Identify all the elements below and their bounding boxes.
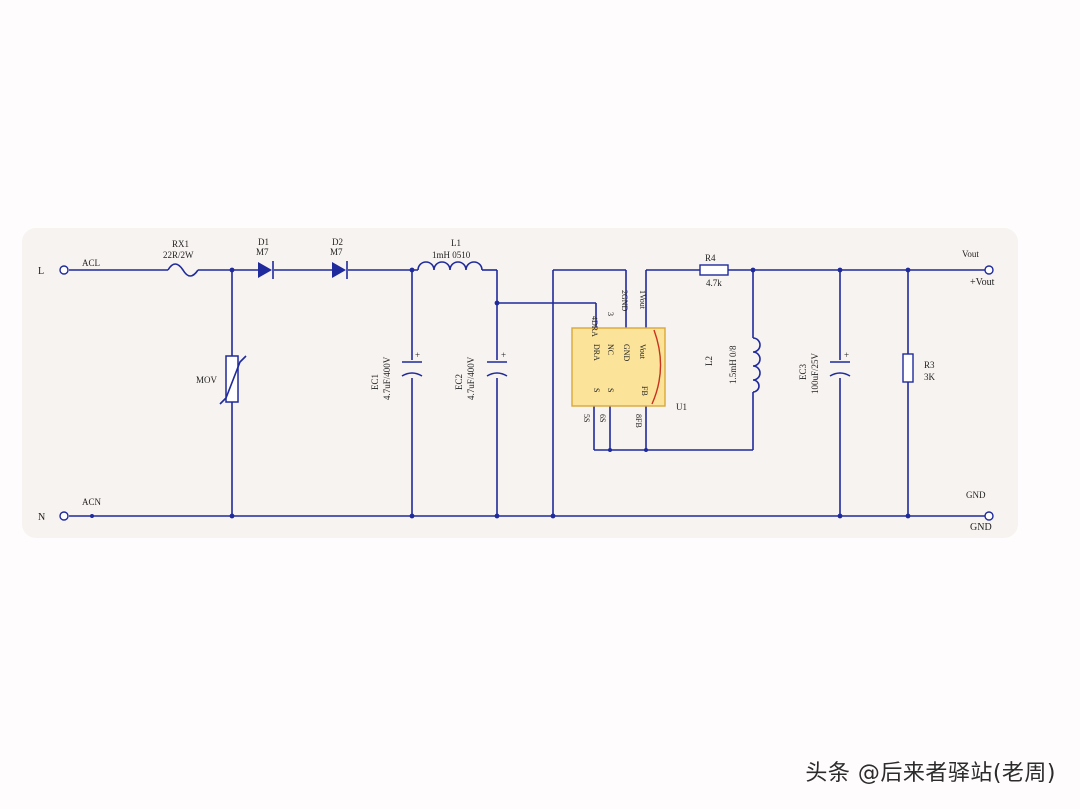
- port-vout-label: +Vout: [970, 277, 995, 288]
- net-acl-label: ACL: [82, 258, 100, 268]
- terminal-vout: Vout +Vout: [962, 249, 995, 288]
- r3-resistor: R3 3K: [902, 353, 936, 383]
- terminal-n: N ACN: [38, 497, 102, 523]
- ec3-value: 100uF/25V: [810, 352, 820, 394]
- terminal-l-label: L: [38, 266, 44, 277]
- u1-chip: 4DRA 3 2GND 1Vout DRA NC GND Vout S S FB…: [571, 290, 687, 428]
- l2-value: 1.5mH 0/8: [728, 345, 738, 384]
- l2-inductor: L2 1.5mH 0/8: [704, 337, 761, 393]
- u1-inner-vout: Vout: [638, 344, 647, 360]
- r4-value: 4.7k: [706, 278, 722, 288]
- ec3-capacitor: + EC3 100uF/25V: [798, 350, 851, 394]
- ec2-capacitor: + EC2 4.7uF/400V: [454, 350, 508, 400]
- port-gnd-label: GND: [970, 522, 992, 533]
- d2-ref: D2: [332, 237, 343, 247]
- r3-ref: R3: [924, 360, 935, 370]
- u1-ref: U1: [676, 402, 687, 412]
- net-vout-label: Vout: [962, 249, 979, 259]
- svg-text:+: +: [501, 350, 506, 360]
- svg-text:+: +: [415, 350, 420, 360]
- u1-inner-nc: NC: [606, 344, 615, 355]
- ec2-value: 4.7uF/400V: [466, 356, 476, 400]
- watermark: 头条 @后来者驿站(老周): [805, 761, 1056, 786]
- u1-pin-4-label: 4DRA: [590, 316, 599, 337]
- d1-value: M7: [256, 247, 269, 257]
- u1-pin-6-label: 6S: [598, 414, 607, 422]
- d2-diode: D2 M7: [330, 237, 348, 279]
- terminal-l: L ACL: [38, 258, 100, 277]
- l1-value: 1mH 0510: [432, 250, 471, 260]
- u1-inner-s2: S: [606, 388, 615, 392]
- terminal-n-label: N: [38, 512, 45, 523]
- ec3-ref: EC3: [798, 363, 808, 380]
- mov-varistor: MOV: [196, 355, 247, 405]
- l1-ref: L1: [451, 238, 461, 248]
- u1-body: [571, 327, 666, 407]
- junction-dots: [90, 267, 911, 519]
- ec1-ref: EC1: [370, 374, 380, 390]
- ec1-value: 4.7uF/400V: [382, 356, 392, 400]
- net-acn-label: ACN: [82, 497, 102, 507]
- terminal-gnd: GND GND: [966, 490, 994, 533]
- rx1-fusible-resistor: RX1 22R/2W: [163, 239, 199, 277]
- rx1-value: 22R/2W: [163, 250, 194, 260]
- l2-ref: L2: [704, 356, 714, 366]
- sheet-background: [22, 228, 1018, 538]
- rx1-ref: RX1: [172, 239, 189, 249]
- mov-ref: MOV: [196, 375, 218, 385]
- u1-pin-5-label: 5S: [582, 414, 591, 422]
- u1-pin-3-label: 3: [606, 312, 615, 316]
- ec2-ref: EC2: [454, 374, 464, 390]
- u1-inner-fb: FB: [640, 386, 649, 396]
- u1-inner-s1: S: [592, 388, 601, 392]
- u1-pin-1-label: 1Vout: [638, 290, 647, 310]
- u1-inner-dra: DRA: [592, 344, 601, 361]
- u1-pin-2-label: 2GND: [620, 290, 629, 312]
- d2-value: M7: [330, 247, 343, 257]
- d1-diode: D1 M7: [256, 237, 274, 279]
- r4-resistor: R4 4.7k: [699, 253, 729, 288]
- u1-inner-gnd: GND: [622, 344, 631, 362]
- ec1-capacitor: + EC1 4.7uF/400V: [370, 350, 423, 400]
- svg-text:+: +: [844, 350, 849, 360]
- r4-ref: R4: [705, 253, 716, 263]
- wires: [69, 269, 985, 517]
- l1-inductor: L1 1mH 0510: [417, 238, 483, 271]
- d1-ref: D1: [258, 237, 269, 247]
- net-gnd-label: GND: [966, 490, 986, 500]
- r3-value: 3K: [924, 372, 936, 382]
- u1-pin-8-label: 8FB: [634, 414, 643, 428]
